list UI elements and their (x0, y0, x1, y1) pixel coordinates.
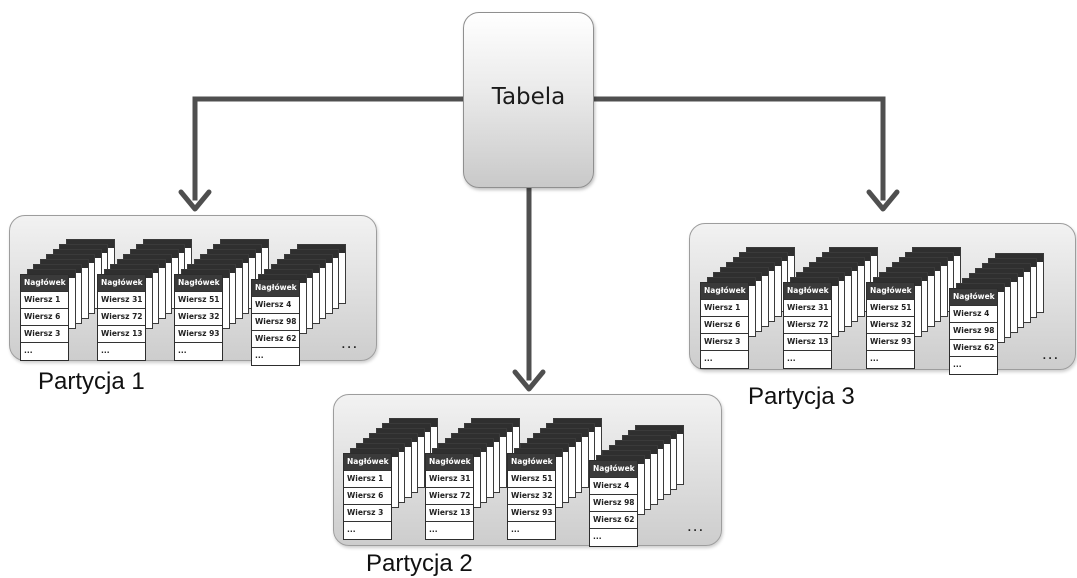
page-row: Wiersz 51 (175, 292, 222, 309)
page-row: ... (953, 360, 962, 369)
arrowhead-partition-2 (512, 369, 546, 392)
connector-to-partition-3 (591, 96, 886, 201)
page-row: ... (704, 354, 713, 363)
page-row: Wiersz 62 (252, 331, 299, 348)
page-row: ... (787, 354, 796, 363)
page-header: Nagłówek (590, 461, 637, 478)
page-row: ... (255, 351, 264, 360)
page-row: ... (593, 532, 602, 541)
page-row: Wiersz 4 (590, 478, 637, 495)
page-header: Nagłówek (21, 275, 68, 292)
page-row: Wiersz 13 (426, 505, 473, 522)
partition-1-label: Partycja 1 (38, 368, 145, 395)
page-row: Wiersz 32 (867, 317, 914, 334)
page-row: Wiersz 6 (344, 488, 391, 505)
page-row: Wiersz 3 (21, 326, 68, 343)
page-row: Wiersz 31 (426, 471, 473, 488)
page-header: Nagłówek (701, 283, 748, 300)
page-row: ... (511, 525, 520, 534)
page-row: Wiersz 51 (867, 300, 914, 317)
page-header: Nagłówek (867, 283, 914, 300)
page-row: Wiersz 93 (175, 326, 222, 343)
page-row: Wiersz 4 (950, 306, 997, 323)
more-pages-ellipsis: ... (687, 516, 705, 535)
page-row: Wiersz 32 (175, 309, 222, 326)
page-header: Nagłówek (175, 275, 222, 292)
page-row: Wiersz 13 (784, 334, 831, 351)
partition-3-label: Partycja 3 (748, 383, 855, 410)
more-pages-ellipsis: ... (341, 333, 359, 352)
page-header: Nagłówek (508, 454, 555, 471)
page-row: ... (429, 525, 438, 534)
arrowhead-partition-1 (178, 189, 212, 212)
page-row: Wiersz 6 (21, 309, 68, 326)
page-row: Wiersz 6 (701, 317, 748, 334)
page-row: Wiersz 13 (98, 326, 145, 343)
table-label: Tabela (491, 84, 566, 110)
page-row: Wiersz 72 (426, 488, 473, 505)
page-row: ... (101, 346, 110, 355)
arrowhead-partition-3 (866, 189, 900, 212)
connector-to-partition-1 (192, 96, 466, 201)
page-header: Nagłówek (98, 275, 145, 292)
page-row: Wiersz 98 (590, 495, 637, 512)
page-row: Wiersz 1 (344, 471, 391, 488)
page-row: Wiersz 93 (867, 334, 914, 351)
more-pages-ellipsis: ... (1042, 344, 1060, 363)
page-row: Wiersz 98 (950, 323, 997, 340)
page-row: Wiersz 72 (98, 309, 145, 326)
page-header: Nagłówek (252, 280, 299, 297)
page-row: Wiersz 98 (252, 314, 299, 331)
page-row: Wiersz 62 (950, 340, 997, 357)
page-row: ... (347, 525, 356, 534)
page-row: Wiersz 4 (252, 297, 299, 314)
page-header: Nagłówek (784, 283, 831, 300)
page-row: Wiersz 93 (508, 505, 555, 522)
page-row: Wiersz 31 (98, 292, 145, 309)
page-row: ... (178, 346, 187, 355)
page-row: Wiersz 3 (344, 505, 391, 522)
page-row: Wiersz 3 (701, 334, 748, 351)
page-row: Wiersz 31 (784, 300, 831, 317)
page-header: Nagłówek (950, 289, 997, 306)
table-node: Tabela (463, 12, 594, 188)
page-header: Nagłówek (426, 454, 473, 471)
page-row: Wiersz 32 (508, 488, 555, 505)
page-row: ... (24, 346, 33, 355)
page-row: ... (870, 354, 879, 363)
partition-2-label: Partycja 2 (366, 550, 473, 577)
page-row: Wiersz 1 (701, 300, 748, 317)
page-row: Wiersz 1 (21, 292, 68, 309)
page-row: Wiersz 72 (784, 317, 831, 334)
page-row: Wiersz 51 (508, 471, 555, 488)
page-row: Wiersz 62 (590, 512, 637, 529)
page-header: Nagłówek (344, 454, 391, 471)
